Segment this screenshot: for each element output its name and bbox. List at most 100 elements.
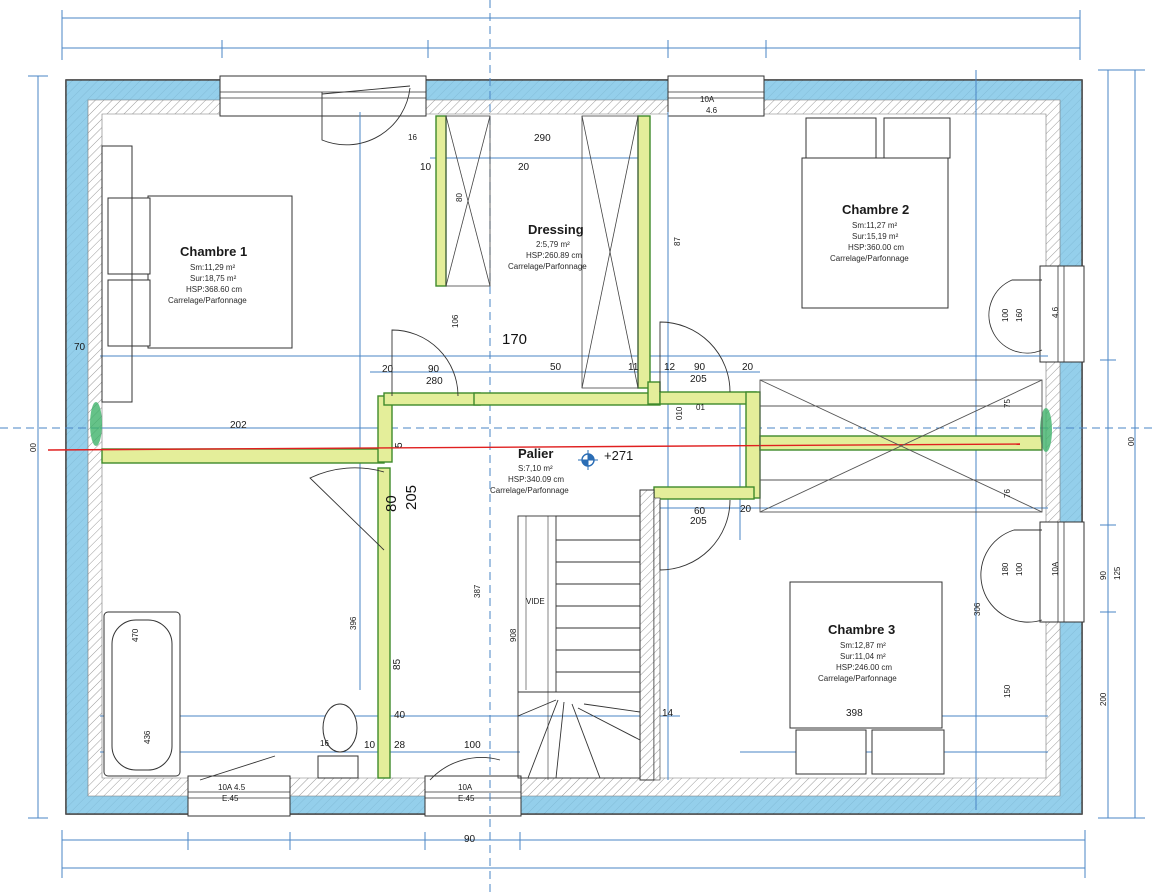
dim-label: 14 (662, 708, 674, 719)
furniture (101, 117, 951, 779)
staircase (517, 515, 641, 780)
dim-label: 170 (502, 331, 527, 348)
dim-label: 70 (74, 342, 86, 353)
dim-label: 290 (534, 133, 551, 144)
svg-text:Dressing: Dressing (528, 222, 584, 237)
svg-text:2:5,79 m²: 2:5,79 m² (536, 240, 570, 249)
dim-label: 908 (509, 628, 518, 642)
svg-text:10A 4.5: 10A 4.5 (218, 783, 246, 792)
toilet (317, 755, 359, 779)
svg-text:10A: 10A (700, 95, 715, 104)
svg-text:Chambre 1: Chambre 1 (180, 244, 247, 259)
svg-text:Sm:12,87 m²: Sm:12,87 m² (840, 641, 886, 650)
dim-label: 90 (1099, 571, 1108, 580)
dim-label: 20 (518, 162, 530, 173)
svg-text:Carrelage/Parfonnage: Carrelage/Parfonnage (818, 674, 897, 683)
svg-text:Carrelage/Parfonnage: Carrelage/Parfonnage (830, 254, 909, 263)
dim-label: 125 (1113, 566, 1122, 580)
dim-label: 150 (1003, 684, 1012, 698)
dim-label: 387 (473, 584, 482, 598)
room-palier: Palier S:7,10 m² HSP:340.09 cm Carrelage… (490, 446, 569, 495)
svg-text:HSP:368.60 cm: HSP:368.60 cm (186, 285, 242, 294)
dim-label: 10 (364, 740, 376, 751)
dim-label: 436 (143, 730, 152, 744)
svg-text:HSP:360.00 cm: HSP:360.00 cm (848, 243, 904, 252)
room-chambre1: Chambre 1 Sm:11,29 m² Sur:18,75 m² HSP:3… (168, 244, 247, 305)
dim-label: 100 (1001, 308, 1010, 322)
svg-text:Chambre 3: Chambre 3 (828, 622, 895, 637)
room-chambre3: Chambre 3 Sm:12,87 m² Sur:11,04 m² HSP:2… (818, 622, 897, 683)
svg-text:Carrelage/Parfonnage: Carrelage/Parfonnage (168, 296, 247, 305)
dim-label: 11 (628, 362, 639, 373)
dim-label: 280 (426, 376, 443, 387)
svg-text:Sm:11,27 m²: Sm:11,27 m² (852, 221, 898, 230)
window-labels: 10A 4.6 10A 4.5 E.45 10A E.45 4.6 10A (218, 95, 1060, 803)
svg-text:HSP:260.89 cm: HSP:260.89 cm (526, 251, 582, 260)
svg-text:Palier: Palier (518, 446, 553, 461)
dim-label: 106 (451, 314, 460, 328)
dim-label: 10 (420, 162, 432, 173)
svg-text:Sm:11,29 m²: Sm:11,29 m² (190, 263, 236, 272)
svg-text:Carrelage/Parfonnage: Carrelage/Parfonnage (490, 486, 569, 495)
svg-text:S:7,10 m²: S:7,10 m² (518, 464, 553, 473)
dim-label: 01 (696, 403, 705, 412)
dim-label: 398 (846, 708, 863, 719)
dim-label: 396 (349, 616, 358, 630)
svg-text:E.45: E.45 (222, 794, 239, 803)
dim-label: 5 (394, 442, 405, 448)
windows (187, 75, 1085, 817)
bottom-dimension-chain (61, 830, 1086, 878)
dimension-labels: 170 290 10 20 16 80 87 106 70 202 20 90 … (29, 133, 1136, 845)
svg-text:4.6: 4.6 (706, 106, 718, 115)
svg-text:4.6: 4.6 (1051, 306, 1060, 318)
dim-label: 205 (403, 485, 420, 510)
void-cross (759, 379, 1043, 513)
dim-label: 60 (694, 506, 706, 517)
dim-label: 010 (675, 406, 684, 420)
top-dimension-chain (61, 10, 1081, 60)
dim-label: 90 (464, 834, 476, 845)
svg-text:10A: 10A (458, 783, 473, 792)
svg-text:+271: +271 (604, 448, 633, 463)
svg-text:Carrelage/Parfonnage: Carrelage/Parfonnage (508, 262, 587, 271)
svg-text:HSP:340.09 cm: HSP:340.09 cm (508, 475, 564, 484)
dim-label: 85 (392, 658, 403, 670)
dim-label: 20 (382, 364, 394, 375)
dim-label: 80 (383, 495, 400, 512)
svg-text:10A: 10A (1051, 561, 1060, 576)
window-right-lower (1039, 521, 1085, 623)
dim-label: 100 (1015, 562, 1024, 576)
partitions (101, 115, 1043, 779)
dim-label: 20 (740, 504, 752, 515)
svg-text:Sur:18,75 m²: Sur:18,75 m² (190, 274, 237, 283)
dim-label: 16 (408, 133, 417, 142)
dim-label: 470 (131, 628, 140, 642)
svg-text:HSP:246.00 cm: HSP:246.00 cm (836, 663, 892, 672)
dim-label: 306 (973, 602, 982, 616)
dim-label: 180 (1001, 562, 1010, 576)
dim-label: 20 (742, 362, 754, 373)
dim-label: 160 (1015, 308, 1024, 322)
dim-label: 28 (394, 740, 406, 751)
bed-chambre1 (147, 195, 293, 349)
dim-label: 200 (1099, 692, 1108, 706)
void-label: VIDE (526, 597, 545, 606)
dim-label: 205 (690, 374, 707, 385)
window-bottom-left (187, 775, 291, 817)
bathtub (103, 611, 181, 777)
window-top-right (667, 75, 765, 117)
dim-label: 50 (550, 362, 562, 373)
doors (199, 85, 1043, 781)
room-chambre2: Chambre 2 Sm:11,27 m² Sur:15,19 m² HSP:3… (830, 202, 909, 263)
svg-text:E.45: E.45 (458, 794, 475, 803)
right-dimension-chain (1098, 69, 1145, 819)
dim-label: 205 (690, 516, 707, 527)
dim-label: 75 (1003, 399, 1012, 408)
dim-label: 40 (394, 710, 406, 721)
dim-label: 90 (694, 362, 706, 373)
level-marker: +271 (578, 448, 633, 470)
dim-label: 202 (230, 420, 247, 431)
dim-label: 16 (320, 739, 329, 748)
dim-label: 87 (673, 237, 682, 246)
